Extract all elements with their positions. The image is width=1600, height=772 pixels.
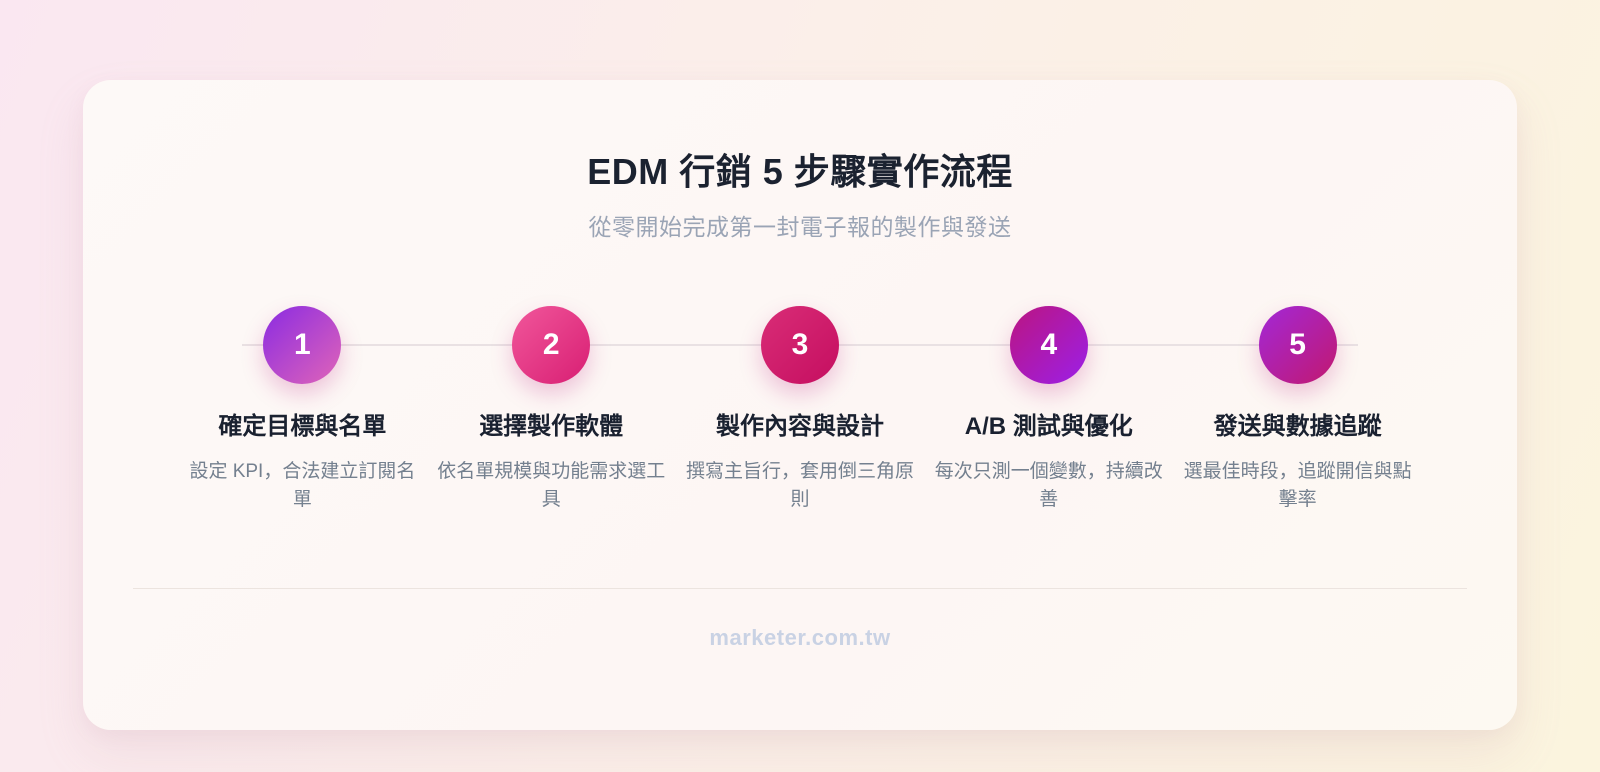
step-title: 製作內容與設計: [715, 413, 884, 440]
step-title: A/B 測試與優化: [964, 413, 1133, 440]
page-title: EDM 行銷 5 步驟實作流程: [587, 151, 1013, 192]
page-subtitle: 從零開始完成第一封電子報的製作與發送: [588, 214, 1012, 240]
step-item-1: 1 確定目標與名單 設定 KPI，合法建立訂閱名單: [178, 306, 427, 514]
step-title: 確定目標與名單: [218, 413, 387, 440]
step-item-5: 5 發送與數據追蹤 選最佳時段，追蹤開信與點擊率: [1173, 306, 1422, 514]
steps-timeline: 1 確定目標與名單 設定 KPI，合法建立訂閱名單 2 選擇製作軟體 依名單規模…: [178, 306, 1422, 514]
step-item-4: 4 A/B 測試與優化 每次只測一個變數，持續改善: [924, 306, 1173, 514]
watermark-text: marketer.com.tw: [709, 625, 891, 650]
step-description: 依名單規模與功能需求選工具: [437, 461, 666, 510]
step-number: 3: [791, 328, 809, 361]
step-number: 2: [542, 328, 560, 361]
step-description: 選最佳時段，追蹤開信與點擊率: [1183, 461, 1412, 510]
step-title: 選擇製作軟體: [479, 413, 624, 440]
infographic-card: EDM 行銷 5 步驟實作流程 從零開始完成第一封電子報的製作與發送 1 確定目…: [83, 80, 1517, 730]
step-number-badge: 4: [1009, 306, 1088, 384]
step-item-3: 3 製作內容與設計 撰寫主旨行，套用倒三角原則: [676, 306, 925, 514]
step-title: 發送與數據追蹤: [1213, 413, 1382, 440]
step-number: 1: [294, 328, 311, 361]
step-description: 設定 KPI，合法建立訂閱名單: [189, 461, 416, 510]
step-number: 5: [1289, 328, 1306, 361]
step-number: 4: [1040, 328, 1058, 361]
footer-divider: [133, 588, 1467, 589]
step-number-badge: 1: [263, 306, 342, 384]
step-number-badge: 2: [512, 306, 591, 384]
step-number-badge: 3: [760, 306, 839, 384]
step-description: 每次只測一個變數，持續改善: [934, 461, 1163, 510]
step-number-badge: 5: [1258, 306, 1337, 384]
step-item-2: 2 選擇製作軟體 依名單規模與功能需求選工具: [427, 306, 676, 514]
step-description: 撰寫主旨行，套用倒三角原則: [685, 461, 914, 510]
